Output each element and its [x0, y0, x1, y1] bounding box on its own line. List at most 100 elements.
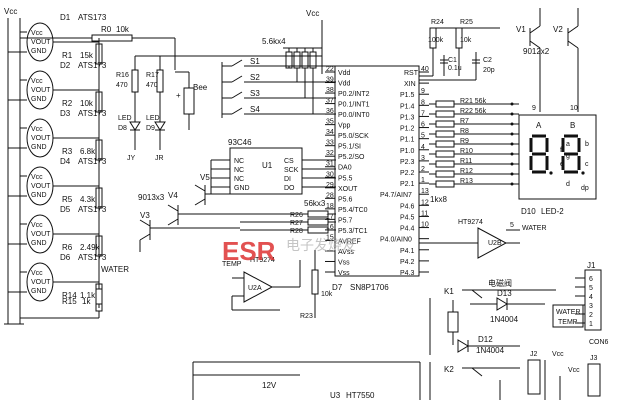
- mcu-pin-name: P1.1: [400, 137, 415, 144]
- sensor-part-label: ATS173: [78, 109, 107, 118]
- mcu-pin-name: P1.0: [400, 148, 415, 155]
- opamp-u2a: HT9274 U2A TEMP R23 10k: [222, 250, 333, 320]
- segment-resistor-ref: R13: [460, 178, 473, 185]
- mcu-pin-name: P5.6: [338, 196, 353, 203]
- segment-label: f: [560, 147, 562, 154]
- u3-part: HT7550: [346, 391, 375, 400]
- r23-value: 10k: [321, 291, 333, 298]
- sensor-resistor-ref: R2: [62, 99, 73, 108]
- sensor-resistor-ref: R5: [62, 195, 73, 204]
- sensor-part-label: ATS173: [78, 205, 107, 214]
- relay-label: 电磁阀: [488, 278, 512, 288]
- j1-pin: 1: [589, 321, 593, 328]
- j1-pin: 4: [589, 294, 593, 301]
- disp-pin9: 9: [532, 105, 536, 112]
- sensor-resistor-ref: R1: [62, 51, 73, 60]
- sensor-pin-label: VOUT: [31, 183, 51, 190]
- mcu-pin-name: P5.0/SCK: [338, 133, 369, 140]
- resistor-ref: R27: [290, 220, 303, 227]
- diode-d13: [496, 297, 508, 311]
- display-dp: dp: [581, 185, 589, 192]
- r25-value: 10k: [460, 37, 472, 44]
- eeprom-pin-right: DO: [284, 185, 295, 192]
- mcu-pin-num: 12: [421, 199, 429, 206]
- segment-resistor-ref: R9: [460, 138, 469, 145]
- sensor-pin-label: GND: [31, 192, 47, 199]
- digit-drivers: V1 V2 9012x2 9 10: [516, 8, 579, 112]
- mcu-d7: 22Vdd39Vdd38P0.2/INT237P0.1/INT136P0.0/I…: [325, 65, 429, 292]
- eeprom-pin-left: NC: [234, 176, 244, 183]
- v3-label: V3: [140, 211, 150, 220]
- v3-type: 9013x3: [138, 193, 165, 202]
- segment-resistor-ref: R21 56k: [460, 98, 487, 105]
- mcu-pin-num: 30: [326, 171, 334, 178]
- r25-ref: R25: [460, 19, 473, 26]
- r0-value: 10k: [116, 25, 130, 34]
- switch-s4: S4: [222, 105, 336, 115]
- pullup-resistors: [285, 48, 317, 114]
- mcu-pin-name: AVss: [338, 249, 354, 256]
- led-d8: [129, 121, 141, 131]
- segment-resistor: R8: [429, 128, 519, 138]
- display-ref: D10: [521, 207, 536, 216]
- c2-ref: C2: [483, 57, 492, 64]
- mcu-pin-num: 15: [326, 234, 334, 241]
- mcu-pin-num: 4: [421, 144, 425, 151]
- mcu-pin-num: 2: [421, 166, 425, 173]
- regulator-u3: 12V U3 HT7550: [192, 361, 421, 400]
- mcu-pin-num: 31: [326, 161, 334, 168]
- watermark: ESR 电子发烧友: [222, 236, 356, 266]
- mcu-pin-num: 36: [326, 108, 334, 115]
- mcu-pin-name: P5.4/TC0: [338, 207, 368, 214]
- mcu-pin-name: P5.7: [338, 217, 353, 224]
- r24-value: 100k: [428, 37, 444, 44]
- mcu-pin-name: DA0: [338, 165, 352, 172]
- sensor-pin-label: Vcc: [31, 222, 43, 229]
- mcu-pin-num: 11: [421, 210, 428, 217]
- mcu-pin-num: 16: [326, 224, 334, 231]
- u2b-part: HT9274: [458, 219, 483, 226]
- led-d8-label: JY: [127, 155, 136, 162]
- watermark-logo: ESR: [222, 236, 276, 266]
- d12-ref: D12: [478, 335, 493, 344]
- vcc-j3: Vcc: [568, 367, 580, 374]
- buzzer-plus: +: [176, 91, 181, 100]
- resistor-r0: [91, 34, 133, 42]
- j3-label: J3: [590, 355, 598, 362]
- switch-s3: S3: [222, 89, 336, 99]
- opamp-u2b: HT9274 U2B WATER 5: [419, 219, 547, 259]
- segment-label: d: [566, 181, 570, 188]
- pullup-r7: [285, 48, 293, 69]
- sensor-resistor-value: 1.1k: [80, 291, 96, 300]
- r15-ref: R15: [62, 297, 77, 306]
- v1-v2-type: 9012x2: [523, 47, 550, 56]
- mcu-pin-name: P0.2/INT2: [338, 91, 370, 98]
- mcu-pin-num: 34: [326, 129, 334, 136]
- switch-s2: S2: [222, 73, 336, 83]
- segment-label: g: [566, 153, 570, 160]
- segment-resistor: R7: [429, 118, 519, 128]
- vcc-j2: Vcc: [552, 351, 564, 358]
- eeprom-pin-right: SCK: [284, 167, 299, 174]
- mcu-pin-name: Vss: [338, 259, 350, 266]
- v5-label: V5: [200, 173, 210, 182]
- mcu-pin-num: 32: [326, 150, 334, 157]
- eeprom-pin-left: NC: [234, 158, 244, 165]
- sensor-resistor-ref: R3: [62, 147, 73, 156]
- resistor-ref: R26: [290, 212, 303, 219]
- sensor-part-label: ATS173: [78, 157, 107, 166]
- mcu-pin-name: P4.2: [400, 259, 415, 266]
- sensor-diode-label: D5: [60, 205, 71, 214]
- mcu-pin-name: P0.0/INT0: [338, 112, 370, 119]
- led-d9: [154, 121, 166, 131]
- buzzer-label: Bee: [193, 83, 208, 92]
- diode-d12: [457, 339, 469, 353]
- mcu-pin-num: 22: [326, 66, 334, 73]
